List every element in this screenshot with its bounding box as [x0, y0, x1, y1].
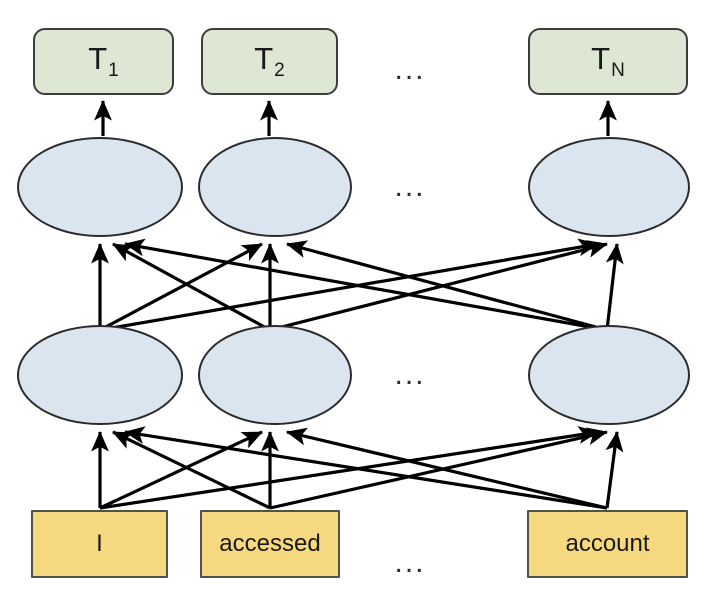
hidden1-layer-ellipsis: ...: [394, 358, 426, 391]
hidden1-node-n[interactable]: [528, 325, 690, 425]
input-token-label-n: account: [565, 530, 650, 557]
input-to-hidden-edges: [91, 426, 624, 510]
output-label-t2: T2: [254, 41, 285, 81]
input-token-label-1: I: [96, 530, 103, 557]
output-label-tn: TN: [591, 41, 625, 81]
output-node-t1[interactable]: T1: [33, 28, 174, 95]
hidden2-node-1[interactable]: [17, 137, 183, 237]
hidden1-node-2[interactable]: [198, 325, 352, 425]
input-token-n[interactable]: account: [527, 510, 688, 578]
hidden2-node-n[interactable]: [528, 137, 690, 237]
hidden1-node-1[interactable]: [17, 325, 183, 425]
output-label-t1: T1: [88, 41, 119, 81]
input-token-2[interactable]: accessed: [200, 510, 340, 578]
output-layer-ellipsis: ...: [394, 53, 426, 86]
input-layer-ellipsis: ...: [394, 546, 426, 579]
hidden-to-hidden-edges: [91, 238, 624, 332]
hidden2-node-2[interactable]: [198, 137, 352, 237]
output-node-t2[interactable]: T2: [201, 28, 338, 95]
output-node-tn[interactable]: TN: [528, 28, 688, 95]
hidden-to-output-edges: [94, 100, 617, 136]
input-token-label-2: accessed: [219, 530, 321, 557]
input-token-1[interactable]: I: [31, 510, 168, 578]
hidden2-layer-ellipsis: ...: [394, 170, 426, 203]
